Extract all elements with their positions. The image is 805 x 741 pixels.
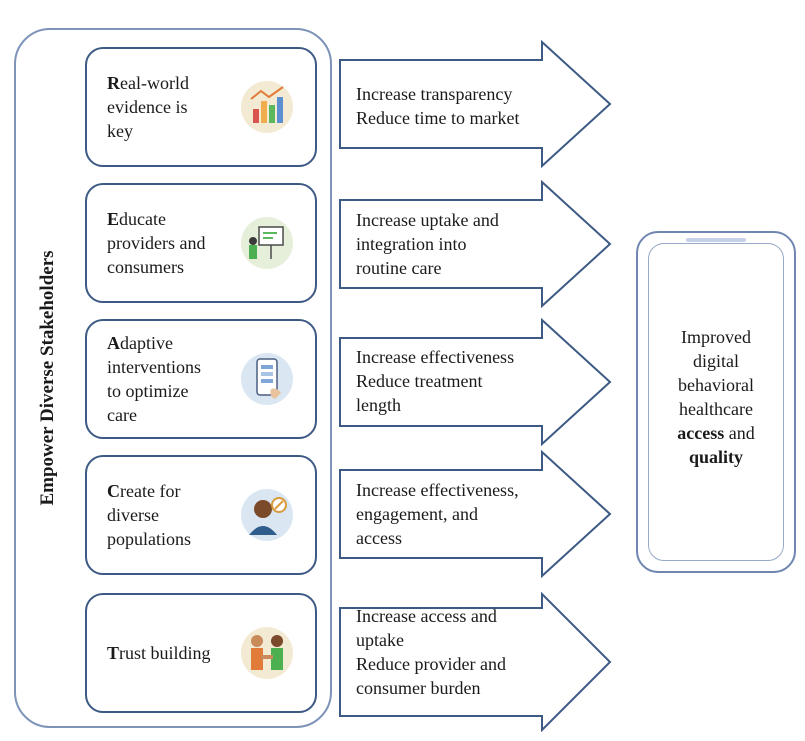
phone-screen [648,243,784,561]
arrow-line: engagement, and [356,504,478,524]
outcome-line: healthcare [679,399,753,419]
arrow-text: Increase access and uptake Reduce provid… [356,604,576,700]
side-label: Empower Diverse Stakeholders [37,250,58,506]
arrow-line: uptake [356,630,404,650]
arrow-line: Reduce provider and [356,654,506,674]
arrow-shape [339,450,612,578]
arrow-line: Reduce treatment [356,371,483,391]
card-initial: A [107,333,120,353]
outcome-bold: access [677,423,725,443]
card-adaptive-interventions: Adaptive interventions to optimize care [85,319,317,439]
arrow-text: Increase effectiveness, engagement, and … [356,478,576,550]
phone-notch-icon [686,238,746,242]
arrow-shape [339,40,612,168]
card-line: populations [107,529,191,549]
card-educate: Educate providers and consumers [85,183,317,303]
card-line: care [107,405,137,425]
card-text: Real-world evidence is key [107,71,247,143]
phone-outcome: Improved digital behavioral healthcare a… [636,231,796,573]
card-trust-building: Trust building [85,593,317,713]
arrow-text: Increase transparency Reduce time to mar… [356,82,576,130]
arrow-line: length [356,395,401,415]
card-text: Adaptive interventions to optimize care [107,331,247,427]
outcome-text: Improved digital behavioral healthcare a… [638,325,794,469]
card-line: evidence is [107,97,188,117]
card-line: eal-world [120,73,189,93]
arrow-shape [339,592,612,732]
card-line: interventions [107,357,201,377]
card-line: key [107,121,133,141]
card-text: Trust building [107,641,257,665]
card-line: reate for [120,481,181,501]
bar-chart-icon [241,81,293,133]
arrow-line: Increase transparency [356,84,513,104]
arrow-text: Increase effectiveness Reduce treatment … [356,345,576,417]
outcome-line: digital [693,351,739,371]
arrow-line: Reduce time to market [356,108,520,128]
diverse-person-icon [241,489,293,541]
card-line: diverse [107,505,159,525]
arrow-shape [339,318,612,446]
arrow-line: Increase access and [356,606,497,626]
card-line: providers and [107,233,206,253]
card-line: to optimize [107,381,189,401]
card-line: consumers [107,257,184,277]
card-line: ducate [119,209,166,229]
card-create-for-diverse: Create for diverse populations [85,455,317,575]
arrow-text: Increase uptake and integration into rou… [356,208,576,280]
arrow-line: routine care [356,258,442,278]
card-text: Create for diverse populations [107,479,247,551]
arrow-line: Increase effectiveness, [356,480,519,500]
card-line: rust building [119,643,211,663]
presentation-icon [241,217,293,269]
arrow-line: access [356,528,402,548]
outcome-line: Improved [681,327,751,347]
mobile-app-icon [241,353,293,405]
card-initial: T [107,643,120,663]
card-initial: R [107,73,120,93]
arrow-line: Increase effectiveness [356,347,515,367]
outcome-line: behavioral [678,375,754,395]
arrow-line: integration into [356,234,467,254]
card-initial: E [107,209,120,229]
handshake-icon [241,627,293,679]
arrow-line: consumer burden [356,678,481,698]
card-initial: C [107,481,120,501]
outcome-bold: quality [688,447,744,467]
card-line: daptive [120,333,173,353]
arrow-line: Increase uptake and [356,210,499,230]
stakeholders-frame [14,28,332,728]
card-real-world-evidence: Real-world evidence is key [85,47,317,167]
outcome-line: and [724,423,755,443]
arrow-shape [339,180,612,308]
card-text: Educate providers and consumers [107,207,247,279]
